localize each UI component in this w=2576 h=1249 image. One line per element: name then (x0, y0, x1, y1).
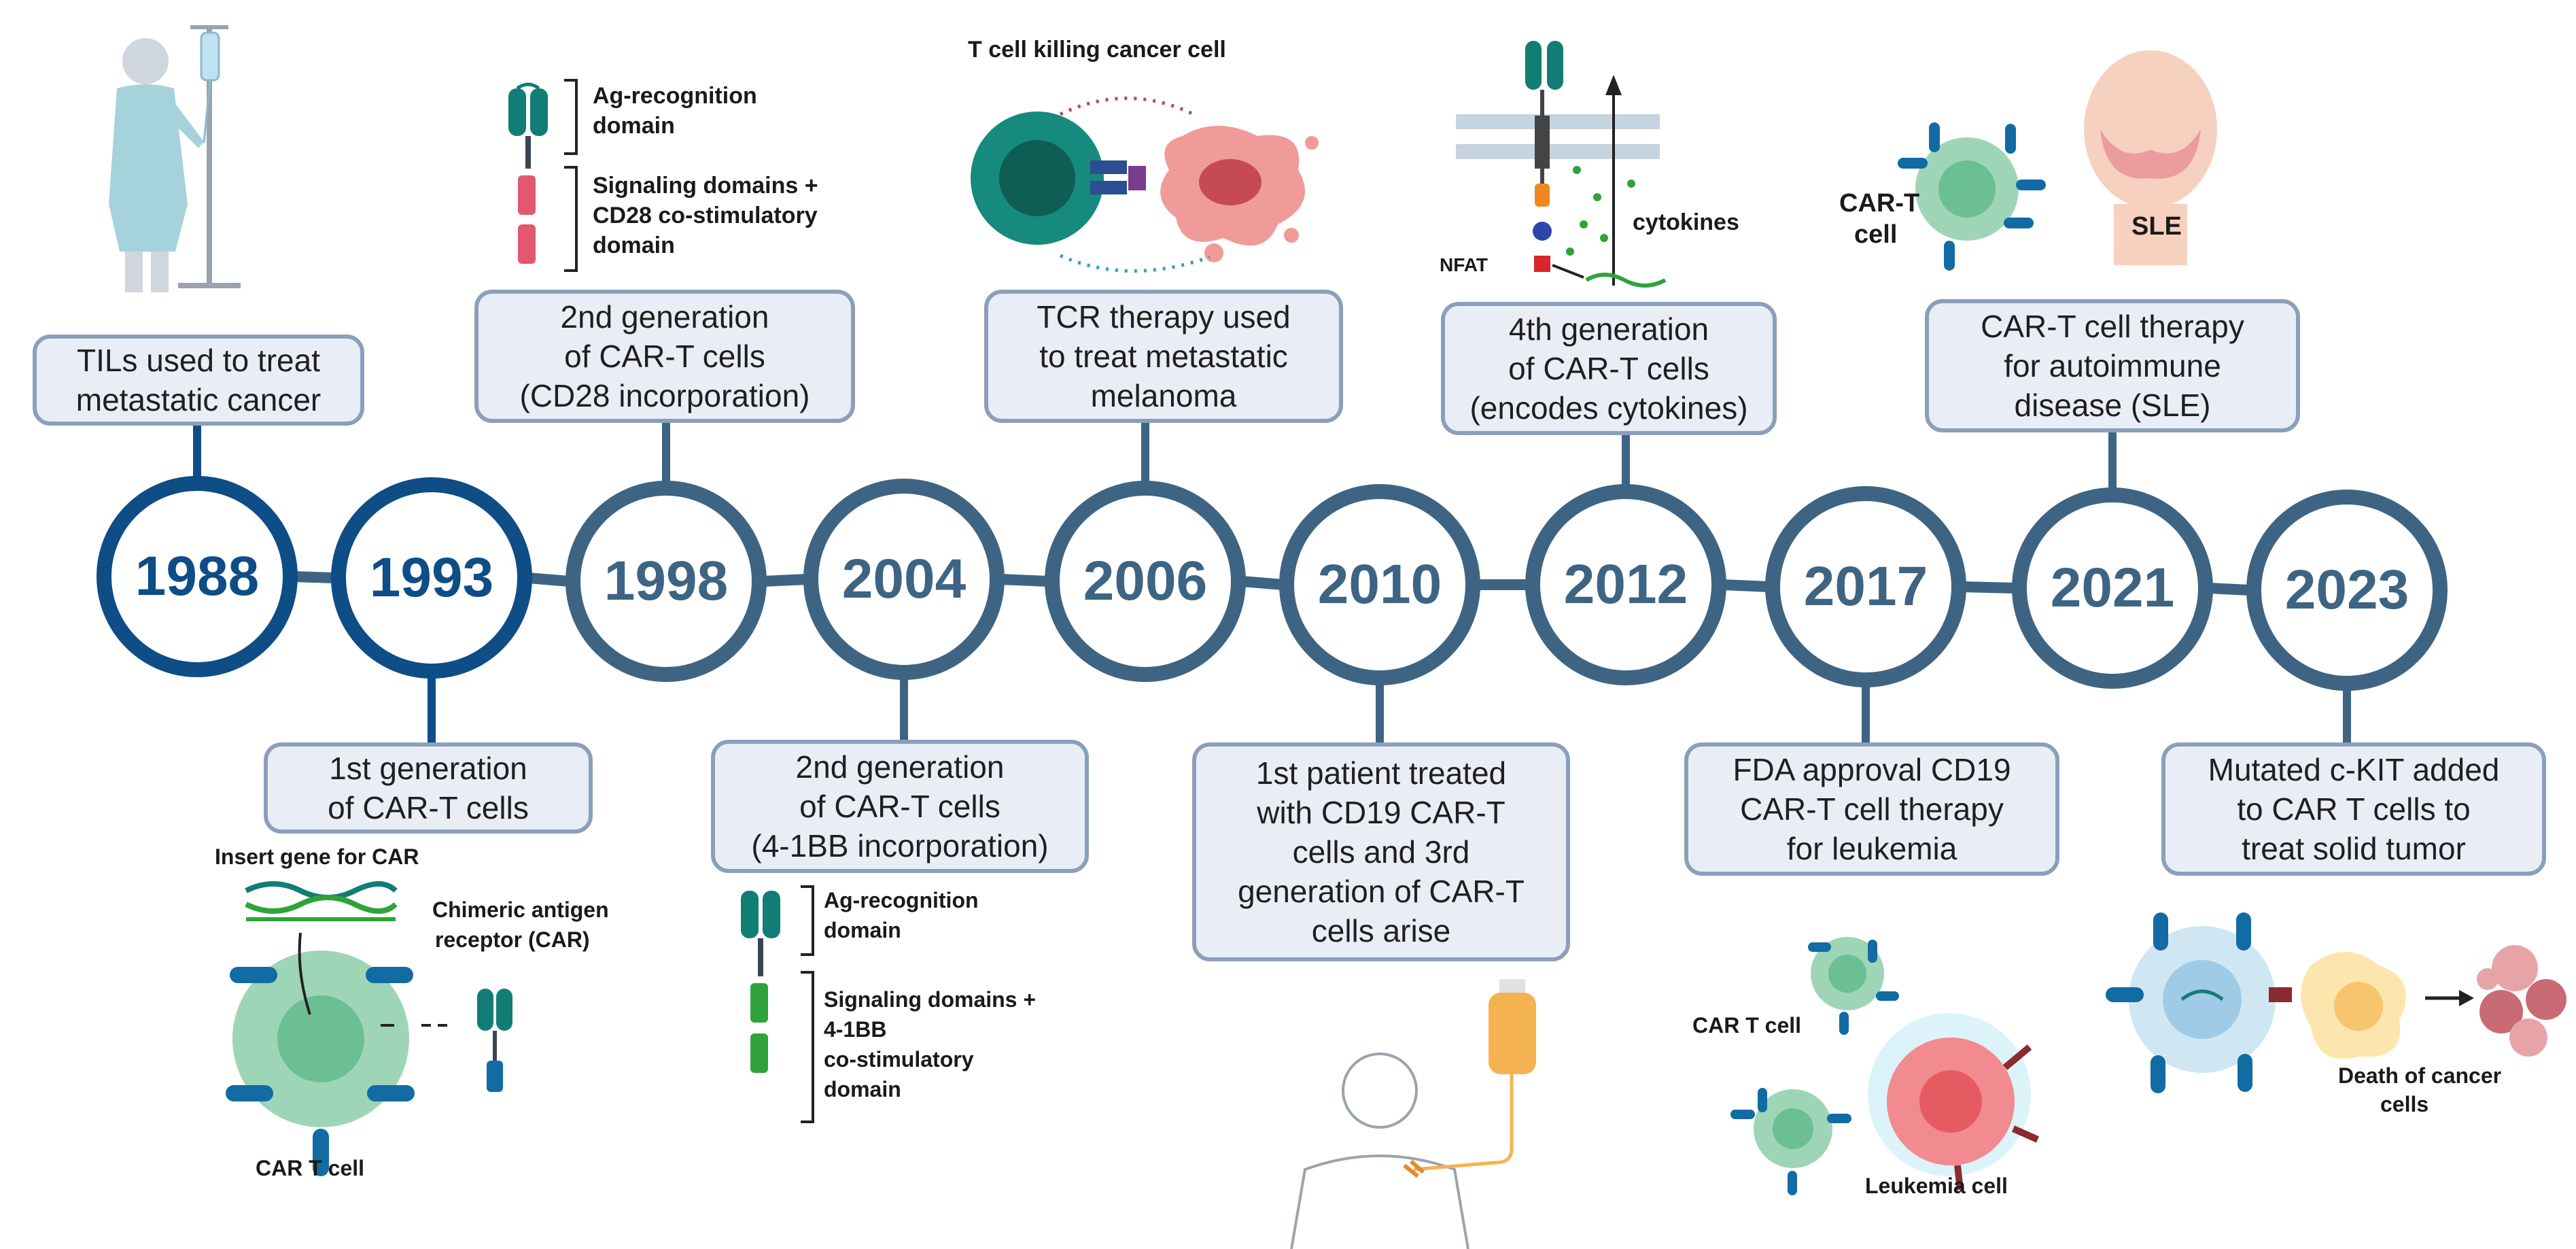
milestone-text-2010-1: with CD19 CAR-T (1257, 795, 1505, 830)
y2006-title-label: T cell killing cancer cell (968, 37, 1226, 63)
milestone-text-2004-2: (4-1BB incorporation) (751, 828, 1049, 863)
y1998-sig-label-line-2: CD28 co-stimulatory (593, 203, 818, 228)
milestone-text-2012-0: 4th generation (1508, 311, 1709, 347)
milestone-text-1998-0: 2nd generation (560, 299, 769, 335)
timeline-connector-4 (1241, 576, 1284, 590)
cart-cell-sle-icon (1898, 50, 2217, 271)
timeline-connector-6 (1722, 579, 1770, 592)
milestone-text-1993-1: of CAR-T cells (328, 790, 529, 825)
milestone-text-2021-0: CAR-T cell therapy (1981, 309, 2244, 344)
t-cell-killing-icon (971, 97, 1319, 273)
milestone-text-1988-0: TILs used to treat (77, 343, 320, 378)
year-circle-2021: 2021 (2012, 487, 2213, 689)
milestone-text-2004-1: of CAR-T cells (799, 789, 1000, 824)
y2023-death-label-line-1: Death of cancer (2338, 1063, 2502, 1088)
patient-iv-icon (109, 25, 241, 292)
milestone-text-2021-2: disease (SLE) (2014, 388, 2211, 423)
y2023-death-label-line-2: cells (2380, 1092, 2429, 1116)
milestone-text-2004-0: 2nd generation (795, 749, 1005, 785)
milestone-text-2010-0: 1st patient treated (1255, 755, 1507, 791)
milestone-text-1998-2: (CD28 incorporation) (519, 378, 810, 413)
car-t-leukemia-icon (1730, 937, 2040, 1195)
milestone-box-2021: CAR-T cell therapy for autoimmune disease … (1925, 299, 2300, 432)
patient-infusion-icon (1290, 979, 1536, 1249)
milestone-box-1988: TILs used to treat metastatic cancer (33, 335, 364, 426)
y1998-sig-label-line-1: Signaling domains + (593, 173, 818, 199)
y1998-ag-label-line-1: Ag-recognition (593, 83, 757, 109)
y2004-sig-label-line-2: 4-1BB (824, 1017, 887, 1042)
timeline-connector-2 (762, 574, 808, 587)
milestone-text-2017-1: CAR-T cell therapy (1740, 791, 2004, 827)
cytokine-secretion-icon (1456, 41, 1667, 288)
milestone-text-2023-2: treat solid tumor (2242, 831, 2466, 866)
year-circle-2010: 2010 (1279, 484, 1480, 685)
y2017-car-t-label: CAR T cell (1692, 1013, 1802, 1038)
milestone-text-2010-4: cells arise (1311, 913, 1451, 948)
milestone-text-2010-3: generation of CAR-T (1238, 874, 1525, 909)
y2021-sle-label: SLE (2131, 212, 2182, 241)
y1993-car-t-label: CAR T cell (256, 1156, 365, 1180)
milestone-box-2023: Mutated c-KIT added to CAR T cells to trea… (2161, 742, 2546, 876)
y2004-ag-label-line-1: Ag-recognition (824, 888, 979, 912)
timeline-connector-7 (1962, 581, 2017, 594)
timeline-connector-0 (293, 571, 336, 583)
milestone-box-2012: 4th generation of CAR-T cells (encodes cyt… (1441, 302, 1777, 435)
y1993-chimeric-label-line-1: Chimeric antigen (432, 897, 609, 922)
year-circle-2004: 2004 (803, 479, 1005, 680)
y2017-leukemia-label: Leukemia cell (1865, 1174, 2008, 1198)
milestone-text-2006-1: to treat metastatic (1039, 339, 1288, 374)
y2012-cytokines-label: cytokines (1633, 209, 1739, 235)
milestone-box-2006: TCR therapy used to treat metastatic melan… (984, 290, 1343, 423)
y2021-cart-label-line-2: cell (1854, 220, 1898, 249)
year-circle-2023: 2023 (2246, 490, 2448, 691)
y2012-nfat-label: NFAT (1440, 254, 1489, 275)
milestone-text-2023-0: Mutated c-KIT added (2208, 752, 2500, 787)
y1998-ag-label-line-2: domain (593, 113, 675, 139)
year-circle-2006: 2006 (1045, 481, 1246, 682)
year-circle-2017: 2017 (1765, 486, 1966, 687)
y2004-ag-label-line-2: domain (824, 918, 901, 942)
milestone-text-2023-1: to CAR T cells to (2237, 791, 2471, 827)
car-41bb-construct-icon (741, 885, 814, 1123)
y1998-sig-label-line-3: domain (593, 233, 675, 258)
year-circle-1998: 1998 (565, 481, 767, 682)
milestone-text-2012-1: of CAR-T cells (1508, 351, 1709, 386)
car-cd28-construct-icon (508, 79, 578, 272)
timeline-connector-3 (1000, 574, 1049, 587)
y2004-sig-label-line-3: co-stimulatory (824, 1047, 974, 1072)
year-circle-1988: 1988 (97, 476, 298, 677)
milestone-text-2012-2: (encodes cytokines) (1469, 390, 1748, 426)
y1993-insert-gene-label: Insert gene for CAR (215, 844, 419, 869)
y1993-chimeric-label-line-2: receptor (CAR) (435, 927, 590, 952)
milestone-text-2021-1: for autoimmune (2004, 348, 2221, 383)
milestone-text-1988-1: metastatic cancer (75, 382, 321, 417)
y2004-sig-label-line-1: Signaling domains + (824, 987, 1037, 1012)
milestone-text-1993-0: 1st generation (329, 751, 527, 786)
milestone-text-1998-1: of CAR-T cells (564, 339, 765, 374)
milestone-box-1998: 2nd generation of CAR-T cells (CD28 incorp… (474, 290, 855, 423)
car-t-cell-1993-icon (226, 881, 512, 1176)
milestone-text-2017-2: for leukemia (1786, 831, 1957, 866)
milestone-text-2010-2: cells and 3rd (1292, 834, 1470, 870)
milestone-box-1993: 1st generation of CAR-T cells (264, 742, 593, 834)
year-circle-1993: 1993 (331, 477, 532, 679)
milestone-text-2017-0: FDA approval CD19 (1733, 752, 2011, 787)
milestone-text-2006-2: melanoma (1090, 378, 1237, 413)
milestone-text-2006-0: TCR therapy used (1037, 299, 1291, 335)
timeline-connector-1 (527, 572, 570, 587)
milestone-box-2004: 2nd generation of CAR-T cells (4-1BB incor… (711, 740, 1089, 873)
y2021-cart-label-line-1: CAR-T (1839, 189, 1920, 218)
milestone-box-2010: 1st patient treated with CD19 CAR-T cells … (1192, 742, 1570, 961)
timeline-connector-8 (2208, 583, 2251, 596)
ckit-cart-killing-icon (2106, 912, 2566, 1093)
year-circle-2012: 2012 (1525, 484, 1726, 685)
y2004-sig-label-line-4: domain (824, 1077, 901, 1101)
